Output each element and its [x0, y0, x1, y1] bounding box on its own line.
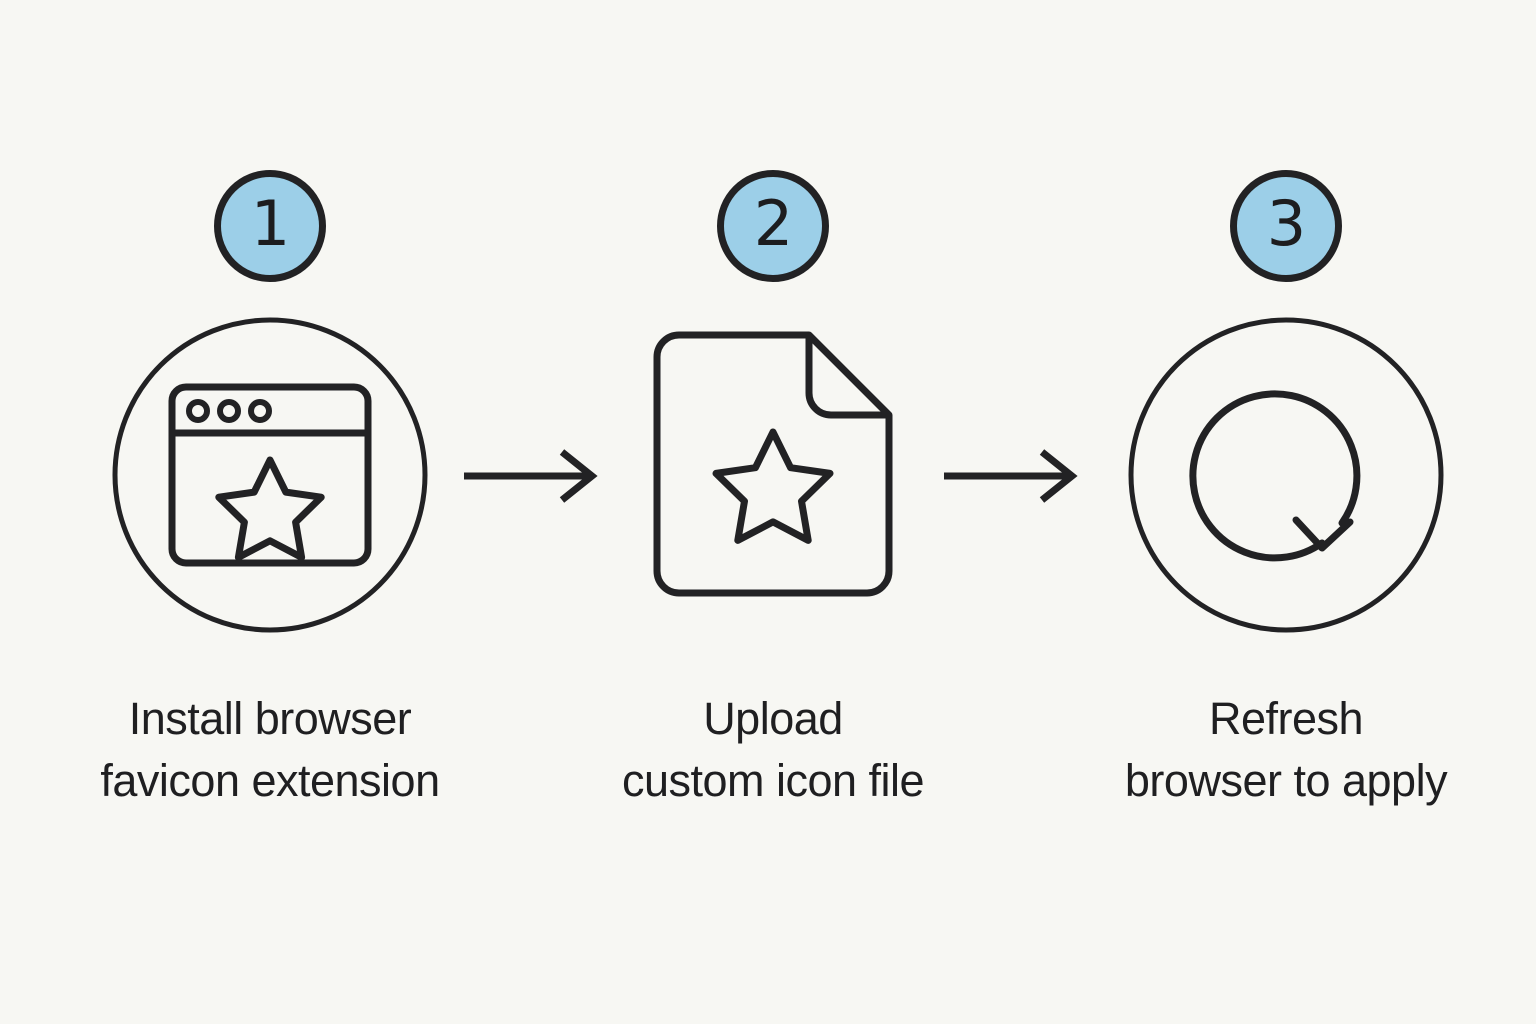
arrow-step1-to-step2 — [458, 448, 608, 504]
arrow-step2-to-step3 — [938, 448, 1088, 504]
step-3-icon — [1121, 310, 1451, 640]
step-1-number-badge: 1 — [214, 170, 326, 282]
right-arrow-icon — [464, 449, 598, 503]
step-2-number-badge: 2 — [717, 170, 829, 282]
browser-window-star-in-circle-icon — [112, 317, 428, 633]
step-1: 1 Install browser favicon extension — [60, 170, 480, 810]
step-3-caption-line1: Refresh — [1208, 693, 1364, 744]
step-2: 2 Upload custom icon file — [563, 170, 983, 810]
step-3: 3 Refresh browser to apply — [1076, 170, 1496, 810]
step-2-caption-line1: Upload — [703, 693, 843, 744]
step-2-number: 2 — [753, 187, 793, 260]
step-3-number: 3 — [1266, 187, 1306, 260]
step-1-caption-line1: Install browser — [128, 693, 412, 744]
step-3-caption: Refresh browser to apply — [1124, 688, 1448, 812]
step-1-caption-line2: favicon extension — [100, 755, 440, 807]
step-2-icon — [608, 310, 938, 640]
right-arrow-icon — [944, 449, 1078, 503]
step-3-caption-line2: browser to apply — [1124, 755, 1448, 807]
step-2-caption-line2: custom icon file — [621, 755, 925, 807]
refresh-circular-arrow-in-circle-icon — [1128, 317, 1444, 633]
step-3-number-badge: 3 — [1230, 170, 1342, 282]
step-1-number: 1 — [250, 187, 290, 260]
step-2-caption: Upload custom icon file — [621, 688, 925, 812]
step-1-caption: Install browser favicon extension — [100, 688, 440, 812]
file-with-folded-corner-star-icon — [653, 331, 893, 597]
step-1-icon — [105, 310, 435, 640]
